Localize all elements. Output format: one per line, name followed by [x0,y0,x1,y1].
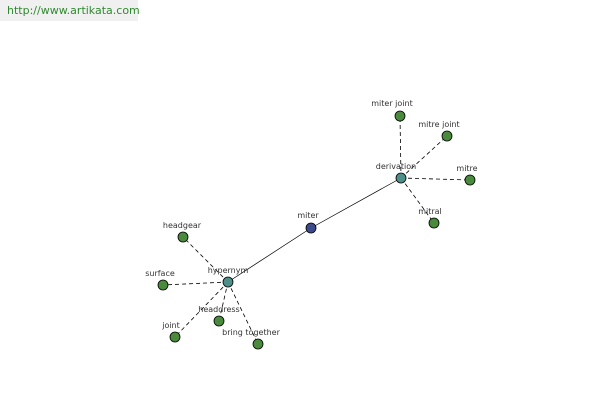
leaf-node-miter-joint[interactable]: miter joint [371,99,413,122]
hub-node-label: hypernym [208,266,249,275]
center-node-dot[interactable] [305,222,317,234]
leaf-node-dot[interactable] [252,338,264,350]
edge-derivation-miter-joint [399,115,402,179]
leaf-node-surface[interactable]: surface [145,269,175,291]
center-node-miter[interactable]: miter [297,211,319,234]
hub-node-dot[interactable] [222,276,234,288]
edge-derivation-mitral [400,177,435,224]
leaf-node-dot[interactable] [177,231,189,243]
leaf-node-label: miter joint [371,99,412,108]
edge-hypernym-headdress [218,281,229,322]
leaf-node-dot[interactable] [394,110,406,122]
edge-hypernym-headgear [182,236,229,283]
leaf-node-label: mitral [418,207,442,216]
edge-hypernym-surface [162,281,229,286]
leaf-node-dot[interactable] [169,331,181,343]
leaf-node-joint[interactable]: joint [161,321,181,343]
hub-node-derivation[interactable]: derivation [376,162,416,184]
hub-node-dot[interactable] [395,172,407,184]
leaf-node-mitral[interactable]: mitral [418,207,442,229]
leaf-node-bring-together[interactable]: bring together [222,328,281,350]
leaf-node-mitre[interactable]: mitre [456,164,478,186]
leaf-node-dot[interactable] [213,315,225,327]
leaf-node-dot[interactable] [464,174,476,186]
center-node-label: miter [297,211,319,220]
hub-node-hypernym[interactable]: hypernym [208,266,249,288]
leaf-node-label: mitre [456,164,477,173]
leaf-node-label: headdress [198,305,239,314]
hub-node-label: derivation [376,162,416,171]
edge-hypernym-bring-together [227,281,259,345]
leaf-node-label: headgear [163,221,202,230]
leaf-node-label: surface [145,269,175,278]
edge-hypernym-joint [174,281,229,338]
leaf-node-mitre-joint[interactable]: mitre joint [418,120,460,142]
leaf-node-dot[interactable] [428,217,440,229]
edge-derivation-mitre [400,177,471,181]
leaf-node-headgear[interactable]: headgear [163,221,202,243]
leaf-node-dot[interactable] [441,130,453,142]
leaf-node-label: joint [161,321,180,330]
leaf-node-dot[interactable] [157,279,169,291]
site-url-link[interactable]: http://www.artikata.com [0,0,140,21]
leaf-node-label: bring together [222,328,280,337]
leaf-node-label: mitre joint [418,120,459,129]
edge-miter-hypernym [227,227,312,283]
edge-miter-derivation [310,177,402,229]
graph-edges [162,115,471,345]
leaf-node-headdress[interactable]: headdress [198,305,240,327]
edge-derivation-mitre-joint [400,135,448,179]
graph-nodes: miter joint mitre joint mitre mitral headgea… [145,99,478,350]
